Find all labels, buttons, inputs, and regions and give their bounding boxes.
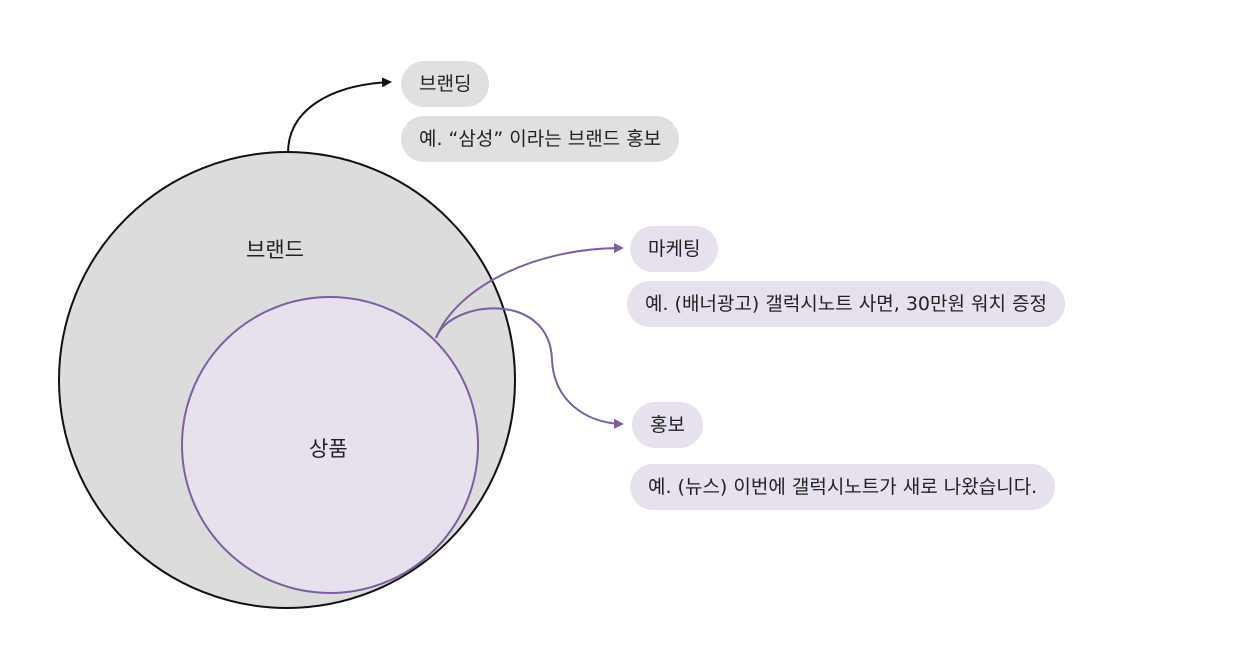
- marketing-example-pill: 예. (배너광고) 갤럭시노트 사면, 30만원 워치 증정: [627, 281, 1065, 327]
- promotion-example-pill: 예. (뉴스) 이번에 갤럭시노트가 새로 나왔습니다.: [630, 464, 1056, 510]
- promotion-arrow: [435, 307, 624, 429]
- brand-circle-label: 브랜드: [246, 238, 304, 262]
- branding-example-pill: 예. “삼성” 이라는 브랜드 홍보: [401, 116, 680, 162]
- branding-title-pill: 브랜딩: [401, 61, 490, 107]
- promotion-title-pill: 홍보: [632, 402, 703, 448]
- branding-arrow: [287, 77, 392, 154]
- product-circle-label: 상품: [309, 437, 348, 461]
- marketing-title-pill: 마케팅: [630, 226, 719, 272]
- marketing-arrow: [435, 243, 624, 339]
- product-circle: [181, 296, 479, 594]
